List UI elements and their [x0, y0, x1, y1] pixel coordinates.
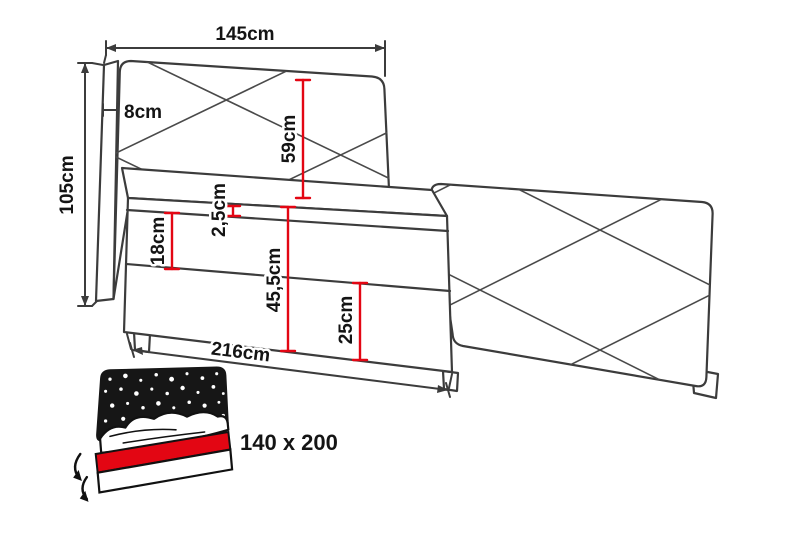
dim-label-seat-height: 45,5cm [264, 248, 285, 312]
dim-headboard-height [294, 78, 312, 200]
dim-topper [224, 204, 242, 218]
dim-label-width: 145cm [215, 24, 274, 45]
dimension-lines [77, 40, 453, 398]
dim-label-topper: 2,5cm [209, 183, 230, 237]
dim-label-base-height: 25cm [336, 296, 357, 345]
dim-base-height [351, 281, 369, 362]
dim-length [126, 333, 453, 398]
dim-label-headboard-height: 59cm [279, 115, 300, 164]
dim-frame-thickness [102, 103, 119, 117]
red-dimension-lines [163, 78, 369, 362]
mattress-size-icon [73, 366, 234, 502]
dim-label-frame-thickness: 8cm [124, 102, 162, 123]
dim-seat-height [279, 205, 297, 353]
dim-mattress [163, 211, 181, 271]
dim-label-mattress: 18cm [148, 217, 169, 266]
dim-width [103, 40, 386, 77]
icon-lift-arrows [73, 452, 89, 502]
dim-total-height [77, 62, 104, 307]
icon-base [96, 448, 234, 494]
mattress-size-label: 140 x 200 [240, 430, 338, 455]
dim-label-total-height: 105cm [57, 155, 78, 214]
